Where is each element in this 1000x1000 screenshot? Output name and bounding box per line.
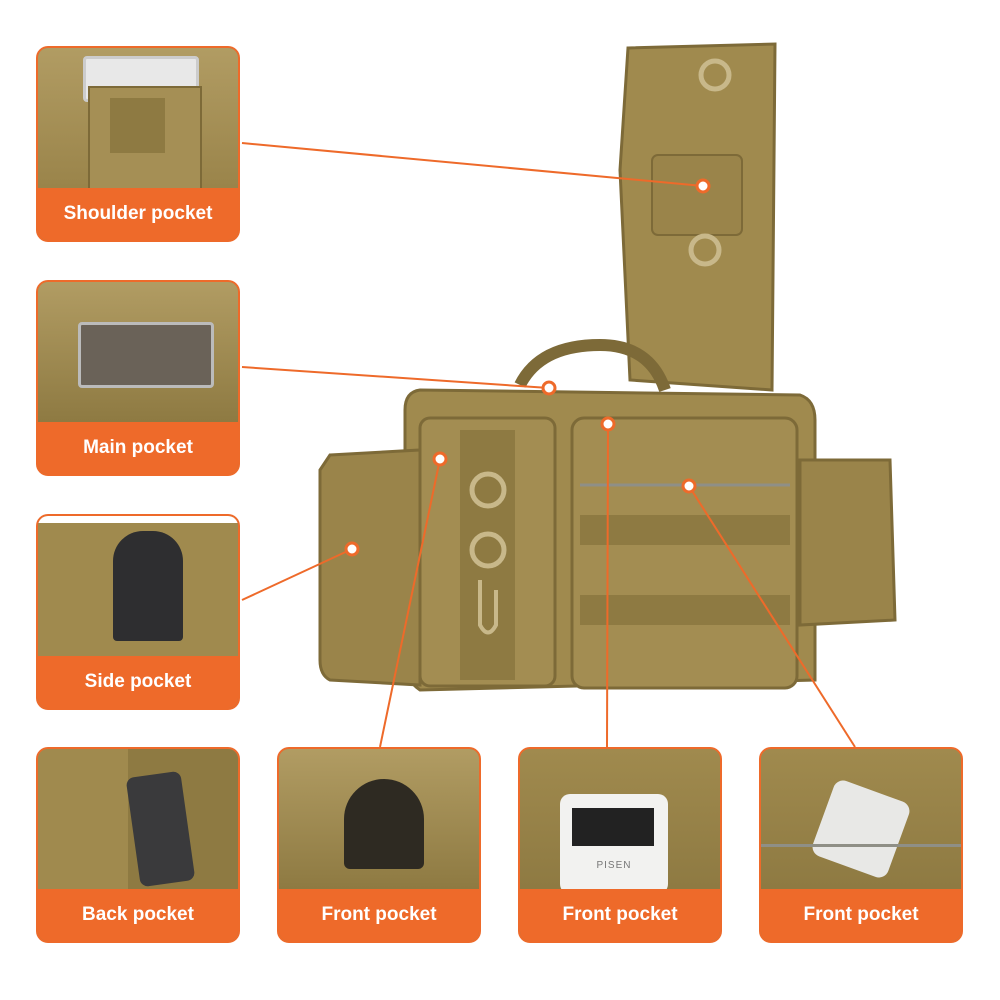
callout-card-side-pocket: Side pocket bbox=[36, 514, 240, 710]
power-bank: PISEN bbox=[560, 794, 668, 894]
callout-card-front-pocket-1: Front pocket bbox=[277, 747, 481, 943]
d-ring bbox=[688, 233, 722, 267]
d-ring bbox=[469, 471, 507, 509]
callout-dot bbox=[600, 416, 616, 432]
molle-strap bbox=[580, 515, 790, 545]
callout-card-front-pocket-3: Front pocket bbox=[759, 747, 963, 943]
back-pocket-photo bbox=[38, 749, 238, 889]
callout-dot bbox=[541, 380, 557, 396]
front-pocket-photo bbox=[761, 749, 961, 889]
callout-card-main-pocket: Main pocket bbox=[36, 280, 240, 476]
callout-label: Front pocket bbox=[279, 889, 479, 941]
callout-card-shoulder-pocket: Shoulder pocket bbox=[36, 46, 240, 242]
callout-label: Front pocket bbox=[761, 889, 961, 941]
side-pocket-photo bbox=[38, 516, 238, 656]
molle-strap bbox=[580, 595, 790, 625]
callout-label: Shoulder pocket bbox=[38, 188, 238, 240]
front-pocket-photo bbox=[279, 749, 479, 889]
handle bbox=[514, 338, 671, 393]
callout-label: Front pocket bbox=[520, 889, 720, 941]
bottle-pocket bbox=[798, 458, 897, 627]
callout-dot bbox=[681, 478, 697, 494]
callout-dot bbox=[432, 451, 448, 467]
callout-card-back-pocket: Back pocket bbox=[36, 747, 240, 943]
front-pocket-photo: PISEN bbox=[520, 749, 720, 894]
callout-label: Main pocket bbox=[38, 422, 238, 474]
callout-label: Side pocket bbox=[38, 656, 238, 708]
callout-dot bbox=[344, 541, 360, 557]
d-ring bbox=[469, 531, 507, 569]
power-bank-brand: PISEN bbox=[596, 860, 632, 871]
callout-card-front-pocket-2: PISEN Front pocket bbox=[518, 747, 722, 943]
shoulder-pocket-photo bbox=[38, 48, 238, 200]
side-pocket bbox=[318, 448, 422, 687]
d-ring bbox=[698, 58, 732, 92]
callout-dot bbox=[695, 178, 711, 194]
main-pocket-photo bbox=[38, 282, 238, 422]
carabiner-icon bbox=[478, 580, 498, 635]
shoulder-pocket bbox=[651, 154, 743, 236]
callout-label: Back pocket bbox=[38, 889, 238, 941]
